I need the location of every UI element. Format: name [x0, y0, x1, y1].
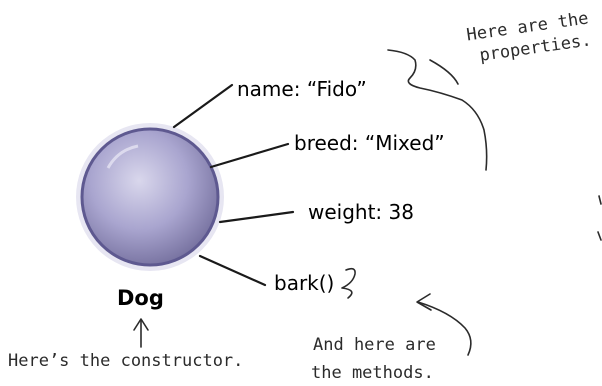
weight-connector-line — [218, 210, 295, 224]
bark-connector-line — [198, 254, 267, 287]
object-name-label: Dog — [117, 286, 164, 310]
property-weight-label: weight: 38 — [308, 200, 414, 224]
name-connector-line — [172, 83, 234, 129]
properties-brace — [387, 49, 488, 171]
method-bark-label: bark() — [274, 271, 334, 295]
methods-brace — [341, 267, 356, 299]
methods-note-line-2: the methods. — [311, 363, 434, 383]
breed-connector-line — [209, 142, 290, 169]
properties-brace-tick — [429, 59, 459, 85]
edge-mark-bottom — [597, 231, 602, 241]
property-name-label: name: “Fido” — [237, 77, 367, 101]
constructor-arrow-head — [133, 318, 149, 331]
methods-note-line-1: And here are — [313, 335, 436, 355]
edge-mark-top — [598, 195, 602, 205]
methods-arrow-curve — [417, 301, 472, 356]
property-breed-label: breed: “Mixed” — [294, 131, 445, 155]
constructor-note: Here’s the constructor. — [8, 351, 243, 371]
dog-object-circle — [76, 123, 224, 271]
properties-note: Here are the properties. — [465, 9, 592, 66]
methods-arrow-head — [416, 293, 432, 311]
